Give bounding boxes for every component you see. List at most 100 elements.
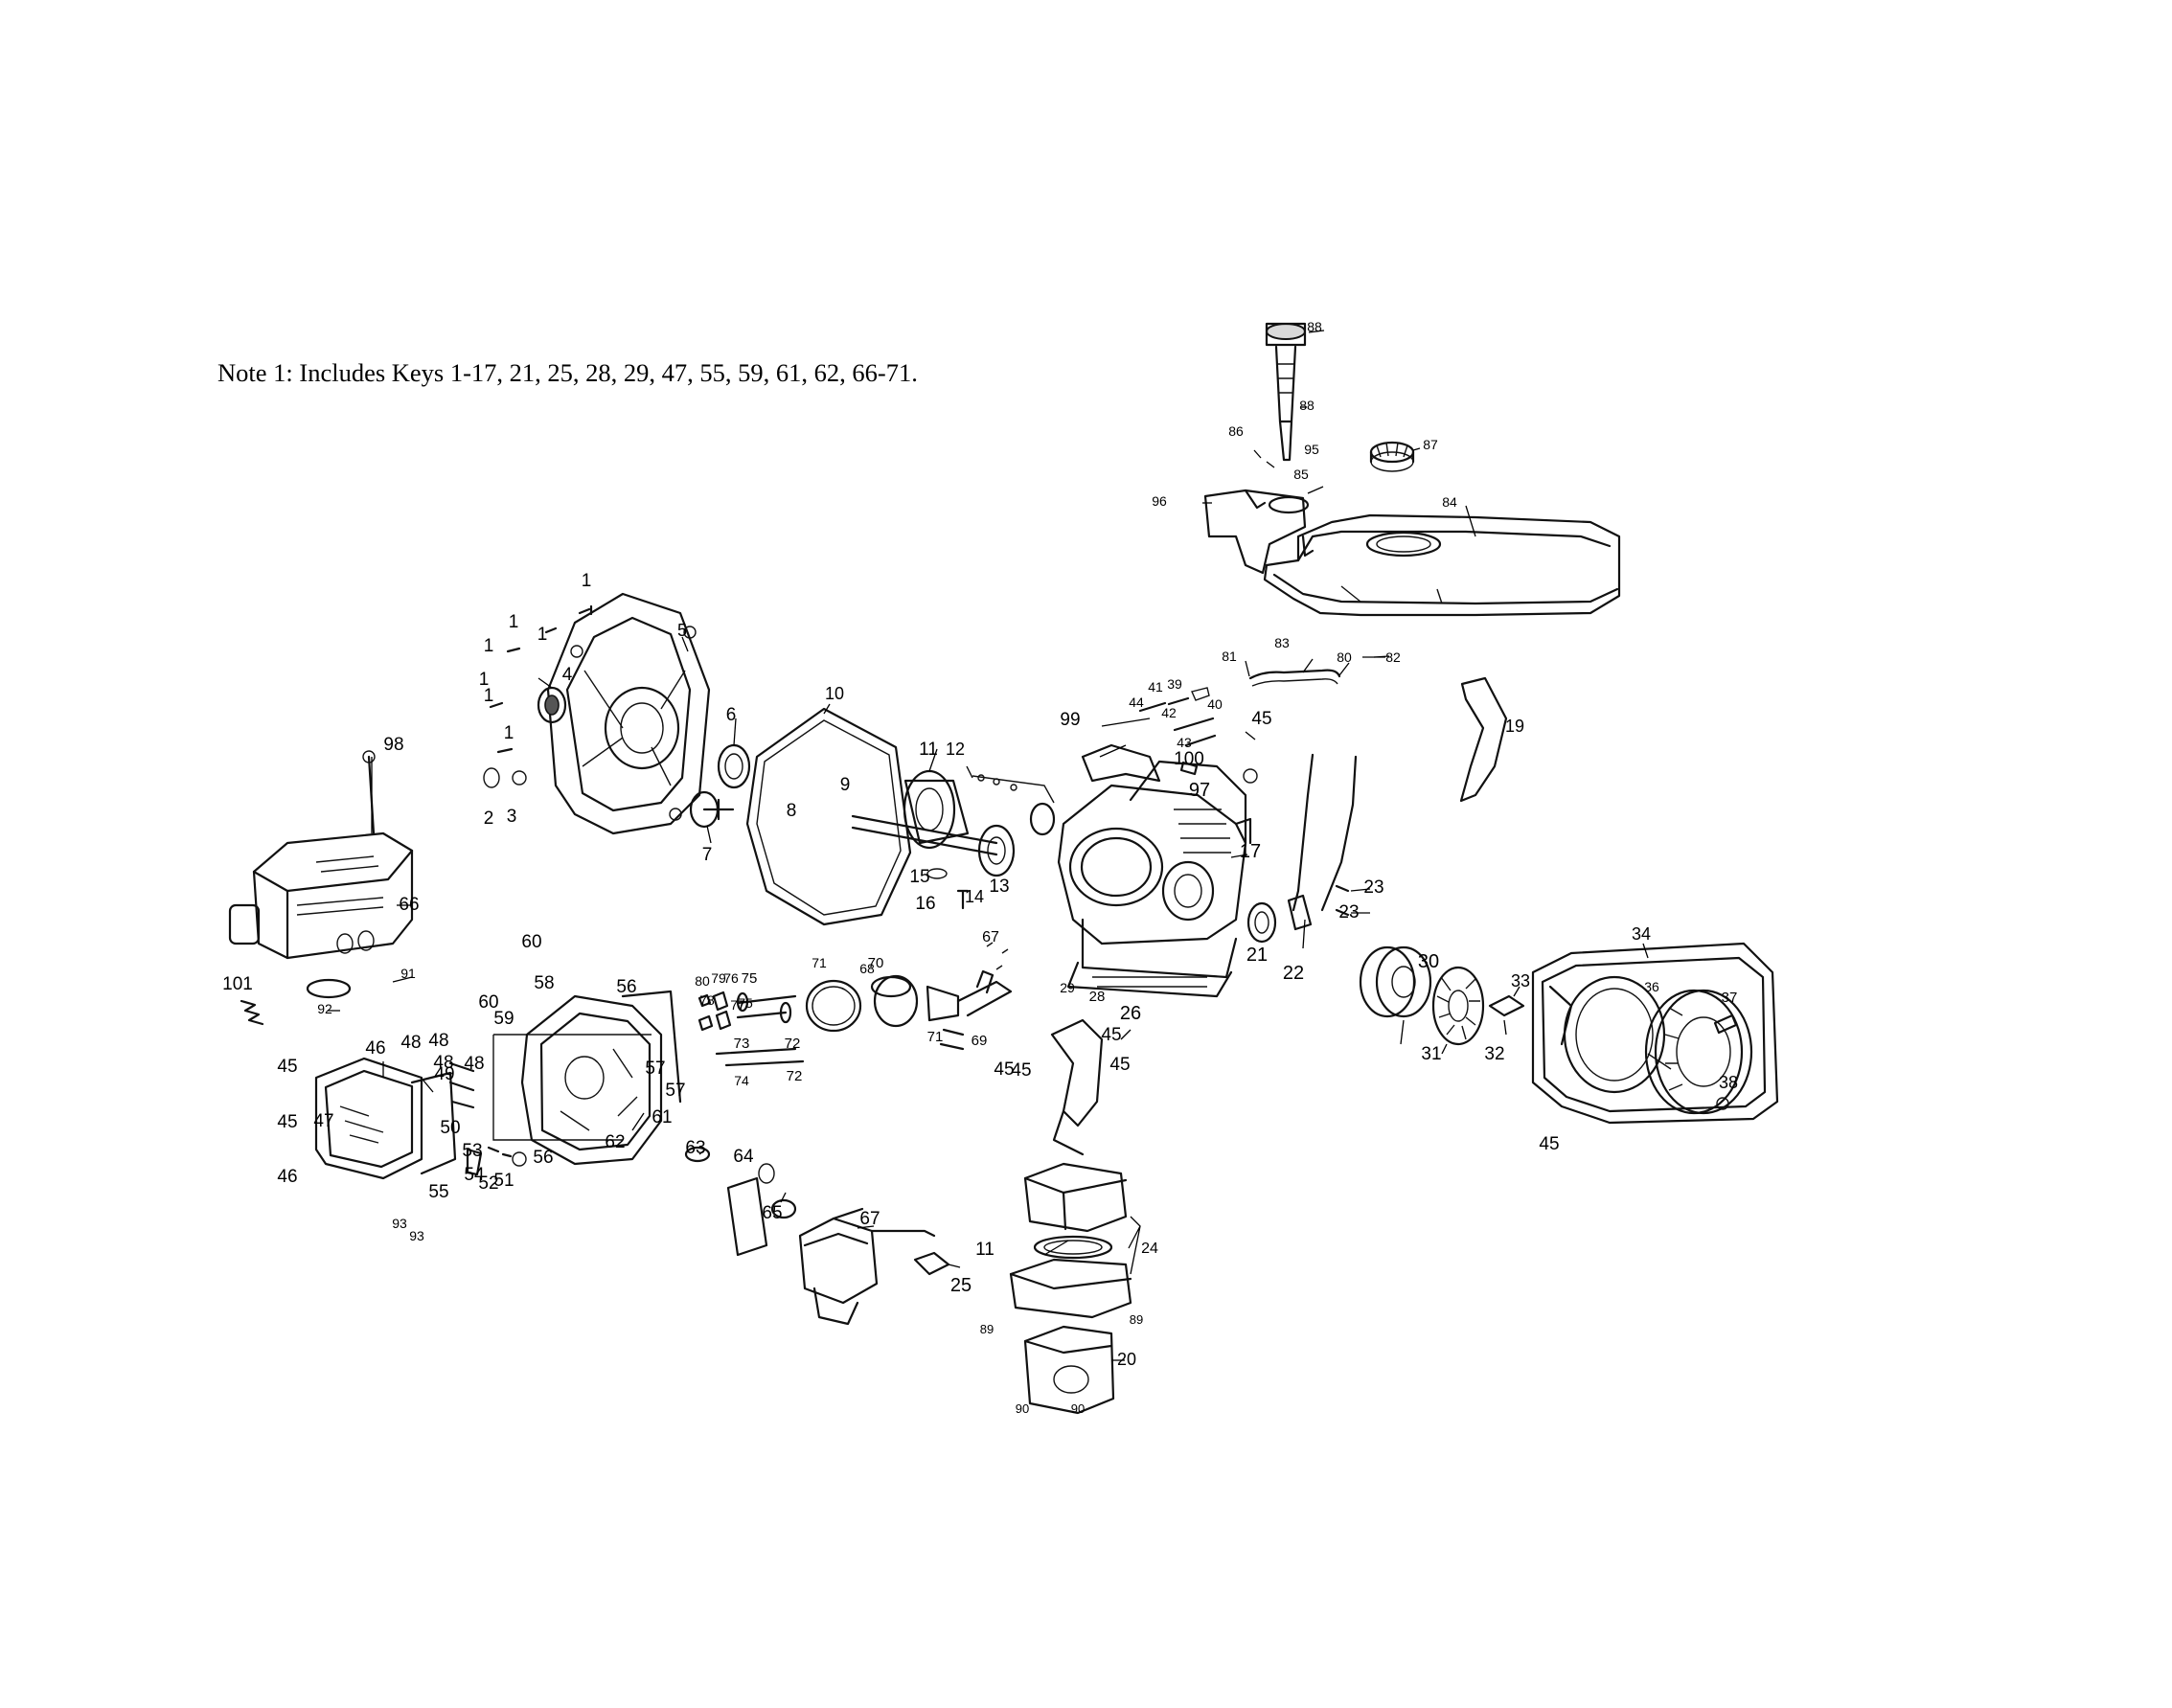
callout-label: 91 (400, 966, 416, 981)
cylinder-head-icon (492, 990, 682, 1166)
callout-label: 16 (915, 894, 935, 914)
callout-label: 7 (702, 845, 713, 865)
callout-label: 76 (723, 970, 739, 986)
callout-label: 24 (1141, 1241, 1158, 1257)
callout-label: 42 (1161, 705, 1177, 720)
breather-icon (1050, 1018, 1104, 1156)
callout-label: 78 (699, 992, 715, 1008)
callout-label: 44 (1129, 695, 1144, 710)
callout-label: 39 (1167, 676, 1182, 692)
callout-label: 1 (479, 670, 490, 690)
fuel-line-icon (1248, 669, 1341, 680)
oil-seal-icon (1246, 901, 1277, 944)
fan-icon (1431, 966, 1485, 1046)
bearing-icon (717, 743, 751, 789)
callout-label: 1 (537, 625, 548, 645)
callout-label: 67 (859, 1209, 880, 1229)
gasket-icon (306, 978, 352, 999)
callout-label: 63 (685, 1138, 705, 1158)
callout-label: 40 (1207, 696, 1223, 712)
callout-label: 84 (1442, 494, 1457, 510)
callout-label: 72 (785, 1036, 801, 1052)
callout-label: 93 (409, 1228, 424, 1243)
gasket-icon (745, 707, 912, 926)
callout-label: 6 (726, 705, 737, 725)
callout-label: 69 (972, 1033, 988, 1049)
callout-label: 34 (1632, 924, 1651, 944)
callout-label: 1 (484, 636, 494, 656)
recoil-starter-icon (1531, 942, 1779, 1125)
callout-label: 43 (1177, 735, 1192, 750)
callout-label: 97 (1189, 780, 1210, 801)
callout-label: 62 (605, 1132, 625, 1152)
callout-label: 73 (734, 1036, 750, 1052)
callout-label: 75 (742, 970, 758, 987)
callout-label: 3 (507, 807, 517, 827)
callout-label: 37 (1722, 990, 1738, 1006)
callout-label: 80 (695, 973, 710, 989)
callout-label: 2 (484, 808, 494, 829)
callout-label: 60 (521, 932, 541, 952)
callout-label: 61 (652, 1107, 672, 1127)
callout-label: 54 (464, 1165, 485, 1185)
callout-label: 80 (1337, 649, 1352, 665)
fuel-tank-icon (1203, 489, 1621, 617)
callout-label: 56 (533, 1148, 553, 1168)
bracket-icon (1081, 743, 1161, 783)
callout-label: 33 (1511, 971, 1530, 991)
callout-label: 14 (965, 887, 984, 906)
spark-plug-icon (1179, 761, 1199, 776)
callout-label: 23 (1363, 877, 1383, 898)
callout-label: 57 (665, 1081, 685, 1101)
valve-cover-icon (314, 1057, 457, 1180)
callout-label: 20 (1117, 1350, 1136, 1369)
callout-label: 50 (440, 1118, 460, 1138)
callout-label: 13 (989, 877, 1009, 897)
callout-label: 89 (1130, 1312, 1143, 1327)
callout-label: 93 (392, 1216, 407, 1231)
callout-label: 47 (313, 1111, 333, 1131)
flywheel-icon (1359, 945, 1432, 1018)
callout-label: 88 (1307, 319, 1322, 334)
callout-label: 21 (1246, 945, 1268, 966)
spring-icon (240, 999, 264, 1026)
crankcase-cover-icon (546, 592, 711, 835)
callout-label: 90 (1071, 1401, 1085, 1416)
callout-label: 4 (562, 665, 573, 685)
callout-label: 68 (859, 961, 875, 976)
callout-label: 38 (1719, 1073, 1738, 1092)
callout-label: 1 (504, 723, 514, 743)
callout-label: 31 (1421, 1044, 1441, 1064)
callout-label: 15 (909, 867, 929, 887)
callout-label: 71 (812, 955, 827, 970)
callout-label: 83 (1274, 635, 1290, 650)
pushrod-icon (715, 1047, 805, 1067)
callout-label: 1 (484, 686, 494, 706)
carburetor-icon (684, 1146, 950, 1326)
callout-label: 45 (1109, 1055, 1130, 1075)
callout-label: 74 (734, 1073, 749, 1088)
callout-label: 81 (1222, 649, 1237, 664)
callout-label: 96 (1152, 493, 1167, 509)
callout-label: 45 (994, 1059, 1014, 1080)
callout-label: 48 (464, 1054, 484, 1074)
callout-label: 60 (478, 992, 498, 1013)
callout-label: 45 (1251, 709, 1271, 729)
callout-label: 23 (1338, 902, 1359, 922)
bolt-icon (483, 604, 593, 788)
callout-label: 46 (365, 1038, 385, 1059)
callout-label: 101 (222, 974, 253, 994)
fuel-cap-icon (1265, 322, 1307, 462)
callout-label: 98 (383, 735, 403, 755)
governor-icon (689, 790, 735, 829)
rocker-arm-icon (448, 1061, 527, 1176)
callout-label: 30 (1418, 951, 1439, 972)
callout-label: 72 (787, 1068, 803, 1084)
callout-label: 88 (1299, 398, 1315, 413)
callout-label: 17 (1240, 841, 1261, 862)
callout-label: 66 (399, 895, 419, 915)
callout-label: 45 (1101, 1025, 1121, 1045)
callout-label: 36 (1644, 979, 1659, 994)
callout-label: 1 (509, 612, 519, 632)
callout-label: 49 (434, 1064, 454, 1084)
